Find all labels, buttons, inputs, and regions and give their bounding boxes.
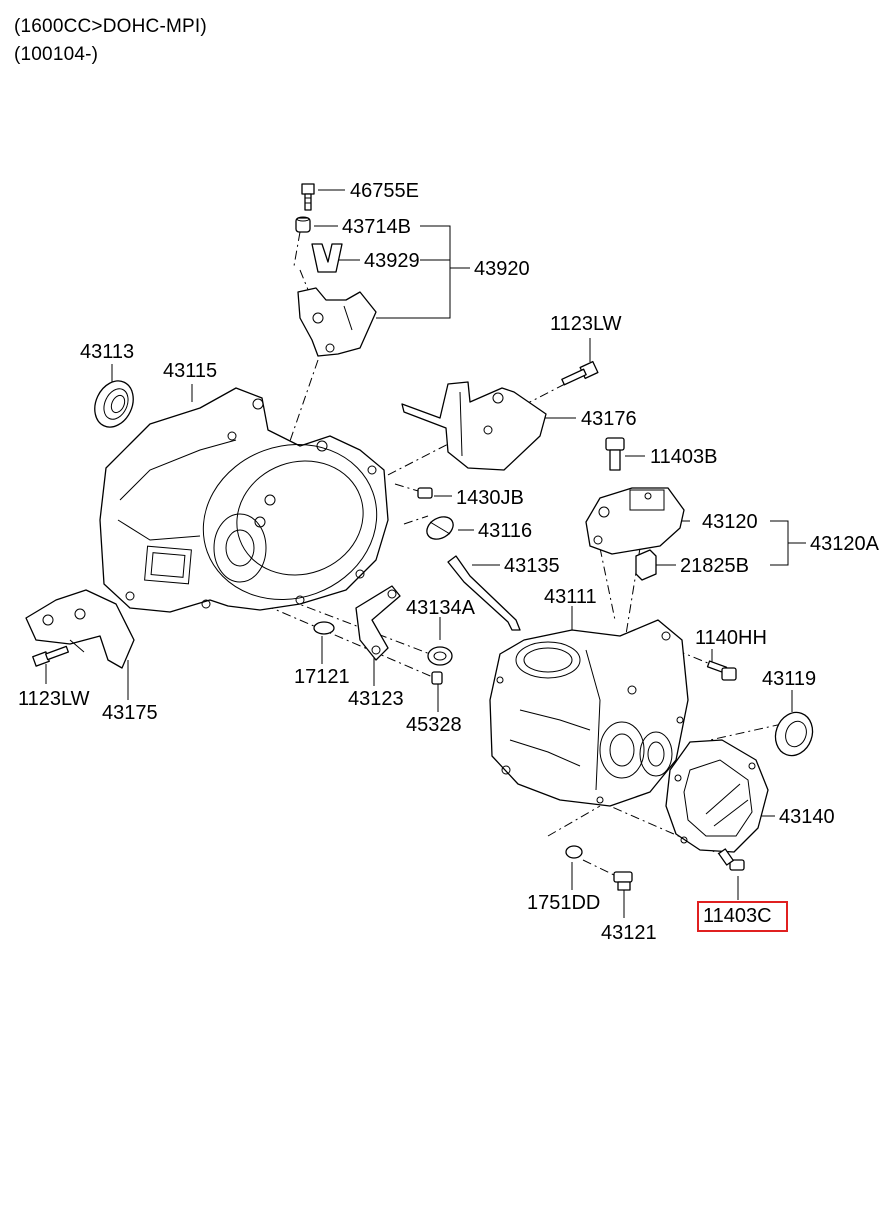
label-11403b[interactable]: 11403B <box>650 446 717 468</box>
label-43113[interactable]: 43113 <box>80 341 134 363</box>
bracket-43920-icon[interactable] <box>297 287 377 357</box>
stopper-21825b-icon[interactable] <box>635 549 657 581</box>
label-43140[interactable]: 43140 <box>779 806 835 828</box>
label-43111[interactable]: 43111 <box>544 586 597 608</box>
label-43120a[interactable]: 43120A <box>810 533 880 555</box>
label-43175[interactable]: 43175 <box>102 702 158 724</box>
label-1123lw-bottom[interactable]: 1123LW <box>18 688 90 710</box>
plug-45328-icon[interactable] <box>431 671 443 685</box>
part-labels: 46755E 43714B 43929 43920 1123LW 43113 4… <box>18 180 880 944</box>
label-43119[interactable]: 43119 <box>762 668 816 690</box>
cover-43140-icon[interactable] <box>665 739 769 853</box>
label-43929[interactable]: 43929 <box>364 250 420 272</box>
label-43116[interactable]: 43116 <box>478 520 532 542</box>
gasket-1751dd-icon[interactable] <box>565 845 583 859</box>
seal-43119-icon[interactable] <box>770 707 819 761</box>
label-43176[interactable]: 43176 <box>581 408 637 430</box>
plug-43121-icon[interactable] <box>613 871 633 891</box>
label-43714b[interactable]: 43714B <box>342 216 411 238</box>
label-43120[interactable]: 43120 <box>702 511 758 533</box>
header-date-range: (100104-) <box>14 44 99 65</box>
label-21825b[interactable]: 21825B <box>680 555 749 577</box>
label-43134a[interactable]: 43134A <box>406 597 476 619</box>
clutch-housing-43115-icon[interactable] <box>99 387 399 624</box>
washer-17121-icon[interactable] <box>313 621 335 635</box>
label-43920[interactable]: 43920 <box>474 258 530 280</box>
bracket-43176-icon[interactable] <box>401 381 547 471</box>
label-43121[interactable]: 43121 <box>601 922 657 944</box>
label-1430jb[interactable]: 1430JB <box>456 487 524 509</box>
bracket-43175-icon[interactable] <box>25 589 135 669</box>
bolt-46755e-icon[interactable] <box>301 183 315 211</box>
label-43135[interactable]: 43135 <box>504 555 560 577</box>
header-engine-spec: (1600CC>DOHC-MPI) <box>14 16 207 37</box>
label-17121[interactable]: 17121 <box>294 666 350 688</box>
seal-43134a-ring-icon[interactable] <box>427 646 453 666</box>
selected-part-highlight <box>697 901 788 932</box>
transaxle-case-43111-icon[interactable] <box>489 619 689 807</box>
rod-43135-icon[interactable] <box>447 555 521 631</box>
label-1751dd[interactable]: 1751DD <box>527 892 600 914</box>
bolt-1123lw-bottom-icon[interactable] <box>32 645 70 667</box>
label-11403c[interactable]: 11403C <box>703 905 772 927</box>
label-1140hh[interactable]: 1140HH <box>695 627 767 649</box>
washer-43116-icon[interactable] <box>423 512 457 543</box>
clip-43929-icon[interactable] <box>311 243 343 273</box>
bolt-1140hh-icon[interactable] <box>706 660 737 681</box>
label-1123lw-top[interactable]: 1123LW <box>550 313 622 335</box>
label-45328[interactable]: 45328 <box>406 714 462 736</box>
label-43115[interactable]: 43115 <box>163 360 217 382</box>
bushing-43714b-icon[interactable] <box>295 216 311 233</box>
bolt-1123lw-top-icon[interactable] <box>561 360 599 386</box>
label-46755e[interactable]: 46755E <box>350 180 419 202</box>
bolt-11403c-icon[interactable] <box>718 848 745 871</box>
bracket-43134a-icon[interactable] <box>355 585 401 661</box>
seal-43113-icon[interactable] <box>88 375 141 434</box>
pin-1430jb-icon[interactable] <box>417 487 433 499</box>
label-43123[interactable]: 43123 <box>348 688 404 710</box>
mount-43120-icon[interactable] <box>585 487 685 555</box>
bolt-11403b-icon[interactable] <box>605 437 625 471</box>
